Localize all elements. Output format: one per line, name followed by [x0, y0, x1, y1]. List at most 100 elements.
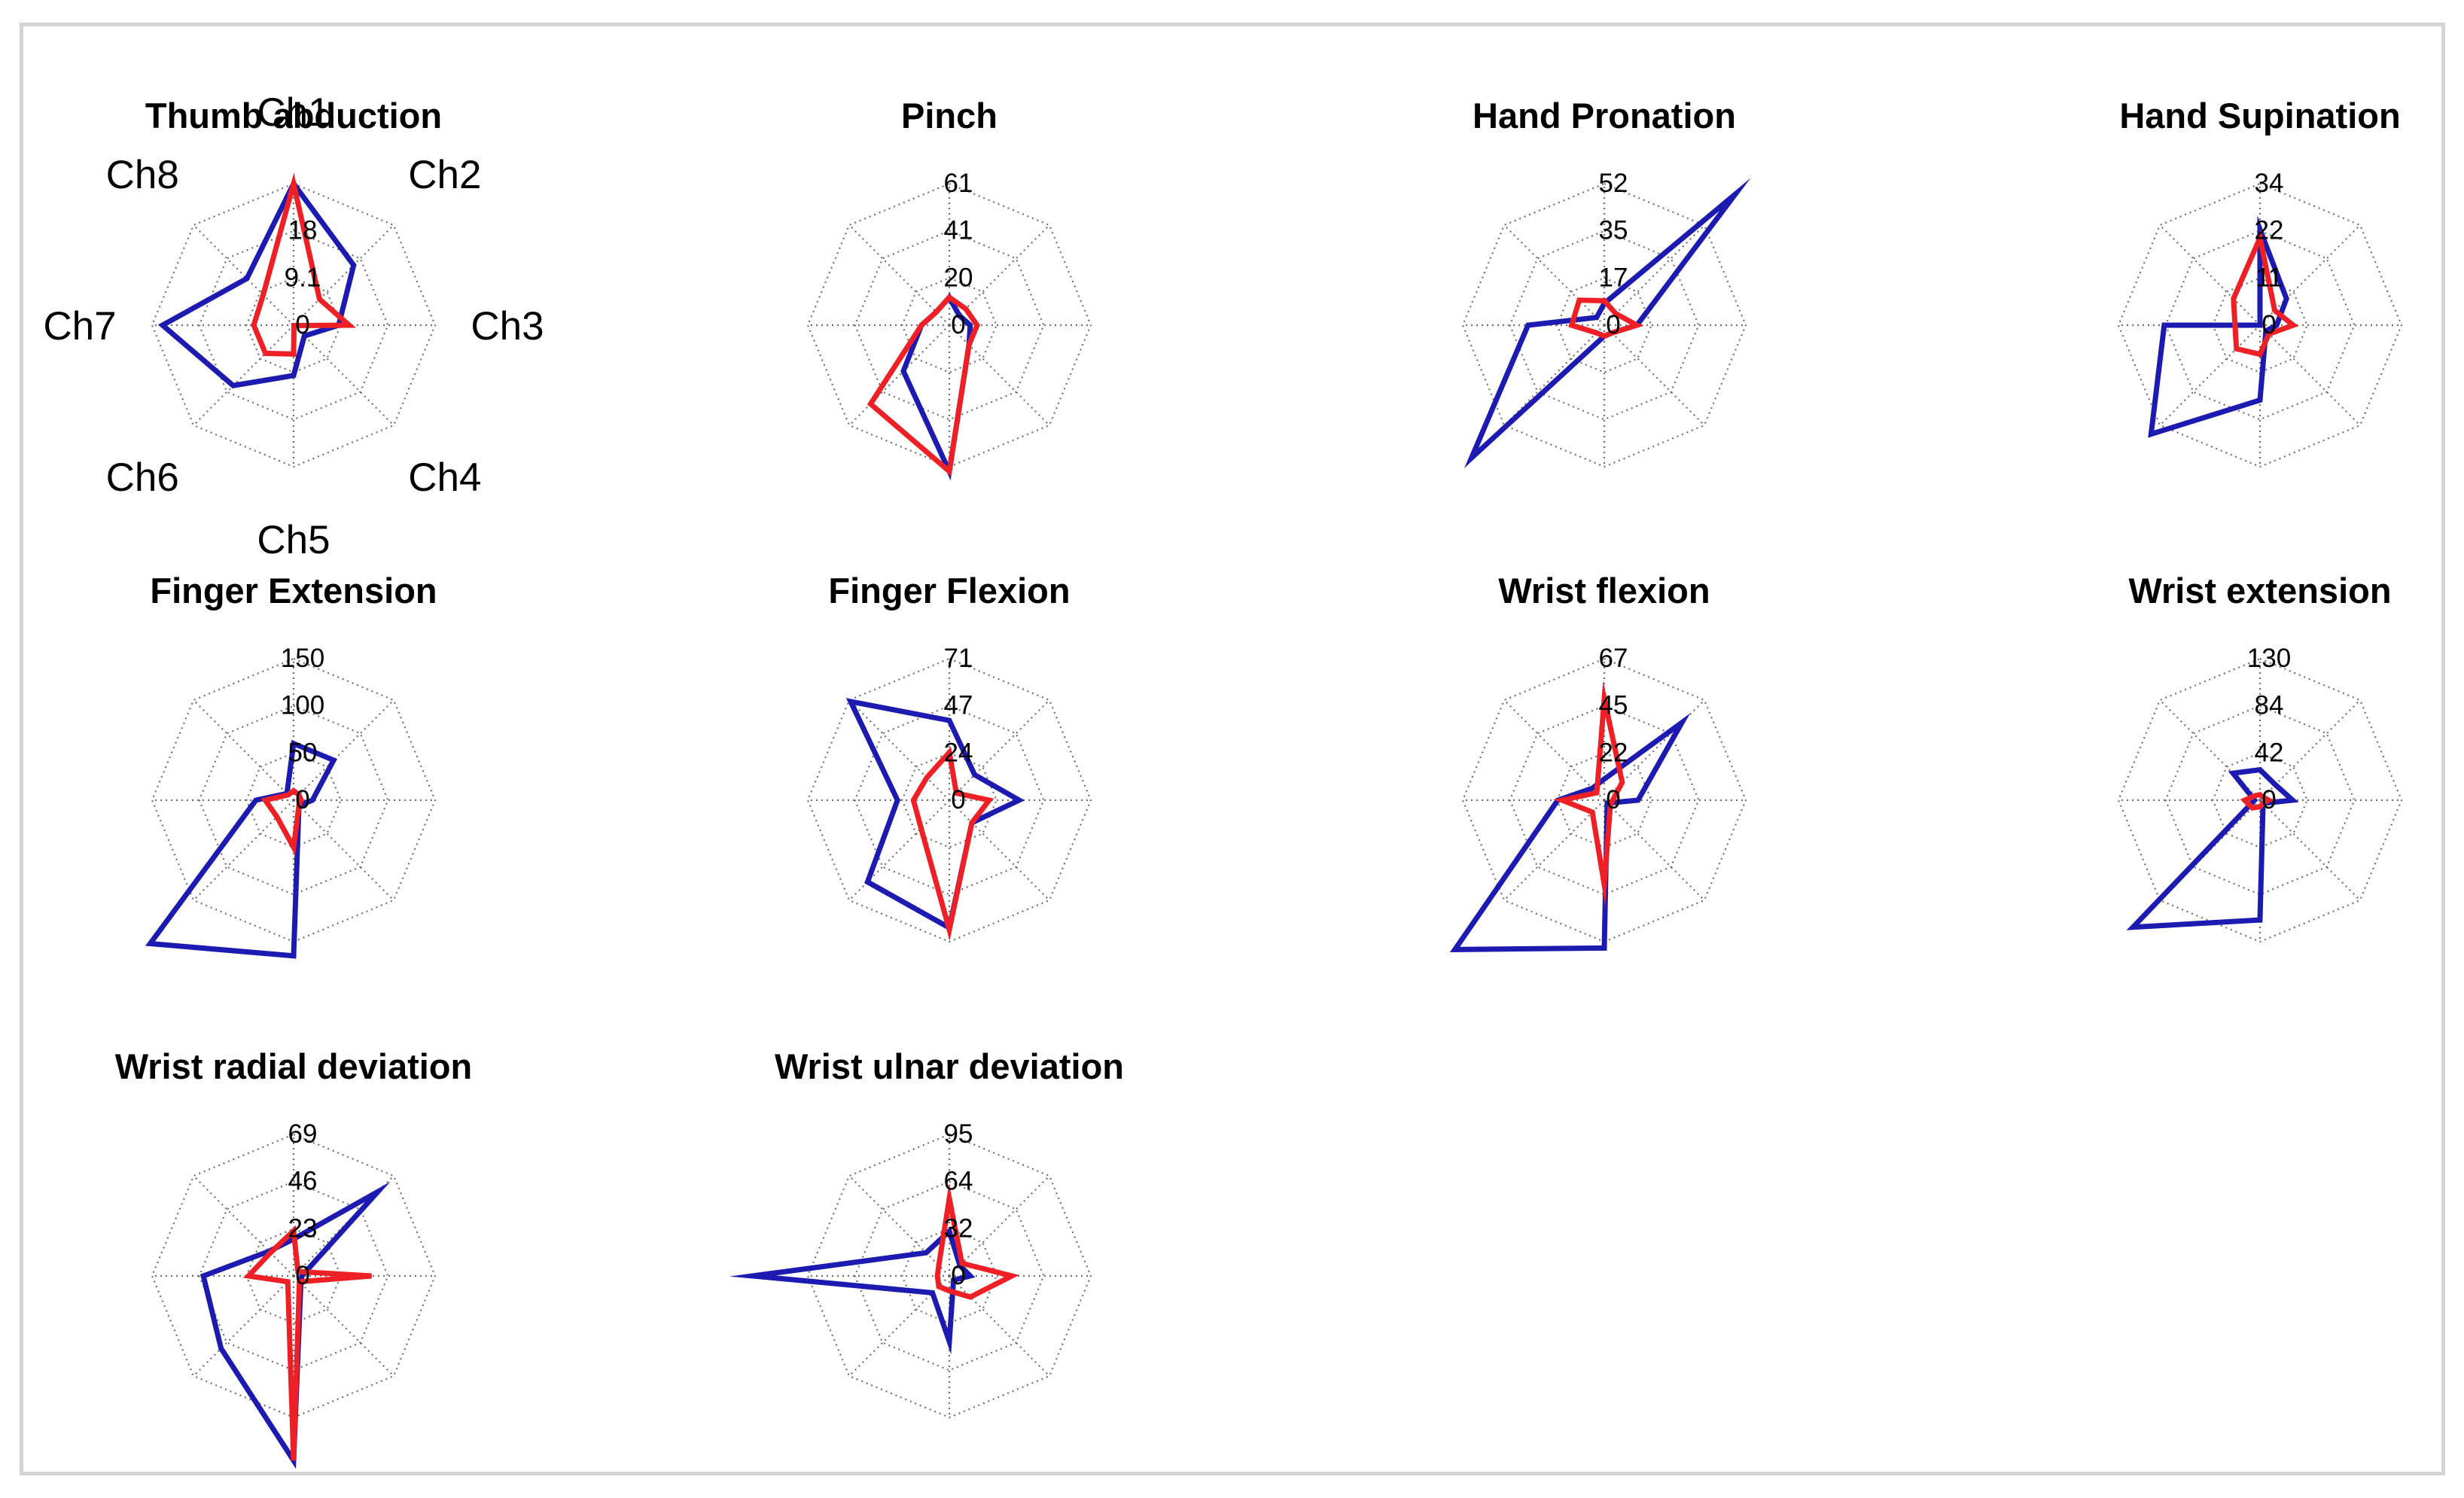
ring-label: 0 — [295, 310, 309, 339]
series-2-line — [251, 172, 357, 357]
grid-spoke — [293, 1275, 394, 1377]
grid-ring — [854, 230, 1045, 421]
ring-label: 0 — [951, 1261, 965, 1290]
ring-label: 0 — [951, 310, 965, 339]
grid-ring — [2117, 182, 2403, 468]
grid-ring — [901, 277, 997, 373]
grid-ring — [151, 182, 437, 468]
series-1-line — [157, 178, 357, 388]
ring-label: 150 — [281, 644, 324, 673]
ring-label: 20 — [944, 263, 973, 292]
ring-label: 17 — [1599, 263, 1628, 292]
ring-label: 23 — [288, 1213, 318, 1243]
ring-label: 64 — [944, 1167, 973, 1196]
grid-spoke — [2259, 324, 2361, 426]
figure-frame — [20, 23, 2445, 1475]
grid-spoke — [1503, 699, 1605, 801]
chart-title: Wrist radial deviation — [115, 1046, 472, 1086]
grid-spoke — [848, 324, 950, 426]
channel-label: Ch3 — [471, 304, 544, 349]
chart-title: Finger Flexion — [828, 571, 1070, 610]
radar-chart-wrist-radial-deviation: 0 23 46 69 Wrist radial deviation — [115, 1046, 472, 1469]
grid-ring — [245, 1228, 342, 1324]
channel-label: Ch4 — [408, 455, 481, 500]
series-2-line — [1568, 297, 1644, 339]
grid-ring — [1461, 182, 1747, 468]
grid-ring — [854, 1180, 1045, 1372]
channel-label: Ch1 — [257, 90, 330, 135]
ring-label: 22 — [1599, 738, 1628, 767]
ring-label: 42 — [2255, 738, 2284, 767]
ring-label: 24 — [944, 738, 973, 767]
grid-ring — [1556, 277, 1652, 373]
grid-ring — [854, 705, 1045, 896]
series-1-line — [145, 739, 338, 959]
channel-label: Ch8 — [106, 153, 179, 197]
ring-label: 95 — [944, 1119, 973, 1149]
ring-label: 41 — [944, 216, 973, 245]
grid-spoke — [1604, 324, 1705, 426]
grid-ring — [806, 1133, 1092, 1419]
series-1-line — [2148, 215, 2289, 438]
ring-label: 84 — [2255, 691, 2284, 720]
grid-spoke — [1503, 224, 1605, 326]
ring-label: 0 — [2261, 785, 2276, 814]
grid-spoke — [193, 699, 294, 801]
ring-label: 46 — [288, 1167, 318, 1196]
ring-label: 22 — [2255, 216, 2284, 245]
chart-title: Thumb abduction — [145, 96, 442, 135]
series-1-line — [1449, 713, 1691, 952]
channel-label: Ch6 — [106, 455, 179, 500]
series-1-line — [729, 1226, 976, 1355]
ring-label: 0 — [2261, 310, 2276, 339]
grid-ring — [245, 752, 342, 848]
channel-label: Ch5 — [257, 518, 330, 562]
grid-ring — [2212, 277, 2308, 373]
ring-label: 32 — [944, 1213, 973, 1243]
grid-ring — [1509, 705, 1700, 896]
series-2-line — [2231, 229, 2299, 358]
grid-ring — [245, 277, 342, 373]
grid-ring — [2164, 705, 2356, 896]
ring-label: 0 — [1606, 310, 1620, 339]
chart-title: Wrist flexion — [1498, 571, 1710, 610]
ring-label: 50 — [288, 738, 318, 767]
radar-chart-hand-pronation: 0 17 35 52 Hand Pronation — [1461, 96, 1751, 468]
grid-spoke — [949, 1275, 1050, 1377]
grid-spoke — [193, 324, 294, 426]
grid-ring — [2212, 752, 2308, 848]
grid-spoke — [2259, 799, 2361, 901]
ring-label: 69 — [288, 1119, 318, 1149]
ring-label: 52 — [1599, 169, 1628, 198]
series-2-line — [910, 746, 994, 941]
series-2-line — [1552, 680, 1625, 907]
ring-label: 0 — [295, 1261, 309, 1290]
series-2-line — [2240, 792, 2274, 811]
ring-label: 71 — [944, 644, 973, 673]
ring-label: 34 — [2255, 169, 2284, 198]
ring-label: 18 — [288, 216, 318, 245]
grid-ring — [198, 1180, 389, 1372]
channel-label: Ch2 — [408, 153, 481, 197]
ring-label: 35 — [1599, 216, 1628, 245]
series-1-line — [2126, 766, 2299, 930]
chart-title: Finger Extension — [150, 571, 437, 610]
grid-ring — [806, 657, 1092, 943]
grid-ring — [2117, 657, 2403, 943]
grid-spoke — [1503, 799, 1605, 901]
ring-label: 61 — [944, 169, 973, 198]
ring-label: 0 — [1606, 785, 1620, 814]
series-2-line — [260, 787, 304, 856]
chart-title: Hand Pronation — [1473, 96, 1736, 135]
grid-ring — [901, 1228, 997, 1324]
grid-ring — [1509, 230, 1700, 421]
series-2-line — [934, 1183, 1020, 1300]
channel-label: Ch7 — [43, 304, 116, 349]
series-2-line — [242, 1225, 372, 1461]
